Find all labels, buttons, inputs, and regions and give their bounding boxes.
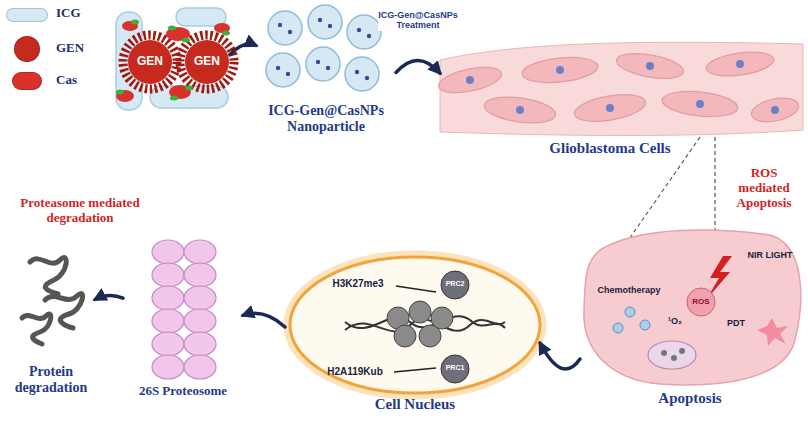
process-label: ROS mediated Apoptosis: [724, 166, 804, 211]
legend-text: GEN: [56, 41, 100, 56]
node-text: ICG-Gen@CasNPs Nanoparticle: [256, 103, 396, 135]
node-text: Glioblastoma Cells: [530, 140, 690, 157]
ros-label: ROS: [688, 297, 714, 306]
legend-swatch: [14, 36, 40, 62]
legend-text: ICG: [56, 6, 100, 21]
node-text: 26S Proteosome: [123, 384, 243, 399]
therapy-label: PDT: [722, 318, 750, 328]
cell-nucleus: Cell Nucleus: [285, 255, 540, 415]
histone-mark: H2A119Kub: [318, 366, 392, 378]
node-text: Apoptosis: [615, 390, 765, 407]
therapy-label: Chemotherapy: [593, 285, 665, 295]
flow-arrow: [540, 343, 580, 369]
node-text: GEN: [130, 55, 170, 69]
flow-arrow: [396, 60, 440, 73]
node-text: GEN: [187, 55, 227, 69]
flow-arrow: [95, 295, 123, 299]
node-text: Proteasome mediated degradation: [5, 196, 155, 226]
legend-text: Cas: [56, 73, 100, 88]
node-text: Protein degradation: [5, 364, 97, 396]
flow-arrow: [243, 313, 285, 327]
legend-swatch: [6, 8, 48, 22]
molecule-label: ¹O₂: [663, 316, 687, 326]
edge-label: ICG-Gen@CasNPs Treatment: [378, 10, 458, 31]
complex-label: PRC2: [442, 280, 468, 288]
nanoparticle-group: ICG-Gen@CasNPs Nanoparticle: [256, 5, 396, 140]
legend-swatch: [12, 72, 42, 90]
cell-band: Glioblastoma Cells: [440, 42, 803, 167]
protein-group: Proteasome mediated degradationProtein d…: [5, 240, 95, 410]
histone-mark: H3K27me3: [322, 278, 394, 290]
complex-label: PRC1: [442, 364, 468, 372]
complex-illustration: GEN GEN: [105, 5, 230, 115]
node-text: Cell Nucleus: [345, 396, 485, 413]
proteasome: 26S Proteosome: [123, 238, 243, 410]
flow-arrow: [230, 44, 256, 55]
light-label: NIR LIGHT: [742, 250, 798, 260]
